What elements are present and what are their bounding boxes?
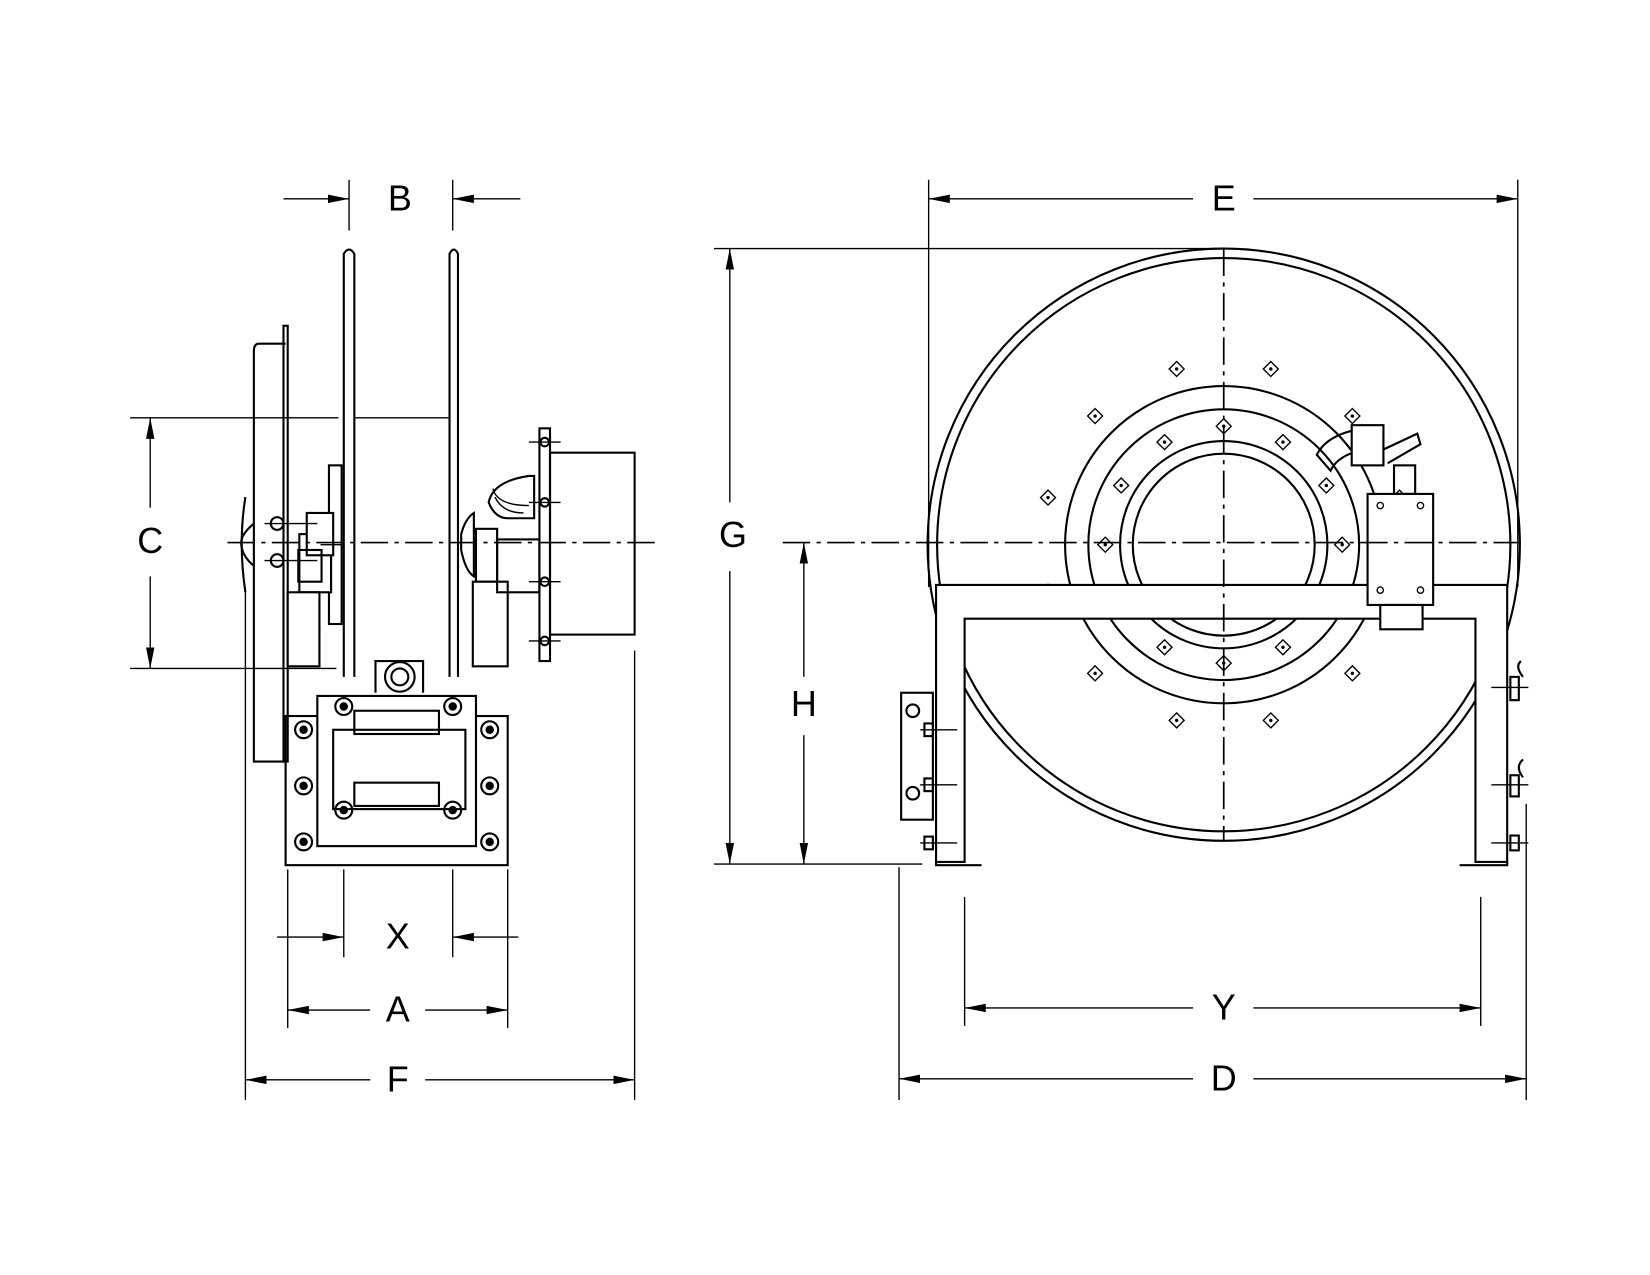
bolt-icon <box>480 776 500 796</box>
dimension-f-label: F <box>387 1058 409 1099</box>
bolt-icon <box>1343 664 1361 682</box>
inlet-fitting <box>383 661 416 693</box>
rear-plate <box>282 324 289 763</box>
motor-bolts <box>528 436 561 647</box>
dimension-d-label: D <box>1211 1057 1237 1098</box>
bolt-icon <box>1168 711 1186 729</box>
flange-left <box>342 248 356 677</box>
bolt-icon <box>1039 489 1057 507</box>
bolt-icon <box>1168 360 1186 378</box>
swivel-fitting <box>1350 424 1385 467</box>
bolt-icon <box>334 800 354 820</box>
bolt-icon <box>1333 536 1351 554</box>
rear-cover <box>252 342 286 763</box>
dimension-a-label: A <box>386 989 410 1030</box>
drive-assembly <box>264 511 344 668</box>
bolt-icon <box>443 800 463 820</box>
bolt-icon <box>480 720 500 740</box>
dimension-c-label: C <box>137 520 163 561</box>
bolt-icon <box>1343 407 1361 425</box>
dimension-h-label: H <box>791 683 817 724</box>
bolt-icon <box>294 776 314 796</box>
side-view: B C X A F <box>130 177 656 1100</box>
bolt-icon <box>294 832 314 852</box>
base-bolts <box>294 696 500 852</box>
motor <box>548 451 636 636</box>
dimension-e-label: E <box>1212 177 1236 218</box>
bolt-icon <box>1317 477 1335 494</box>
bolt-icon <box>294 720 314 740</box>
dimension-y-label: Y <box>1212 987 1236 1028</box>
bolt-icon <box>1262 711 1280 729</box>
bolt-icon <box>1156 433 1173 451</box>
bolt-icon <box>1086 407 1104 425</box>
motor-side <box>900 691 958 851</box>
bolt-icon <box>443 696 463 717</box>
base-frame <box>316 694 478 848</box>
reel-frame <box>934 583 1509 864</box>
bolt-icon <box>1112 477 1130 494</box>
bolt-icon <box>1156 638 1173 656</box>
bolt-icon <box>334 696 354 717</box>
bolt-icon <box>1274 638 1292 656</box>
bolt-icon <box>1274 433 1292 451</box>
swivel-assembly <box>460 474 541 668</box>
dimension-x-label: X <box>386 916 410 957</box>
dimension-g-label: G <box>719 514 747 555</box>
front-view: E G H Y D <box>713 177 1529 1100</box>
bolt-icon <box>1096 536 1114 554</box>
bolt-icon <box>480 832 500 852</box>
frame-bolts-right <box>1491 660 1529 852</box>
bolt-icon <box>1262 360 1280 378</box>
bolt-icon <box>1086 664 1104 682</box>
frame-foot-right <box>1459 861 1509 867</box>
flange-right <box>448 248 460 677</box>
dimension-b-label: B <box>388 177 412 218</box>
motor-mount-plate <box>538 427 552 663</box>
frame-foot-left <box>934 861 982 867</box>
